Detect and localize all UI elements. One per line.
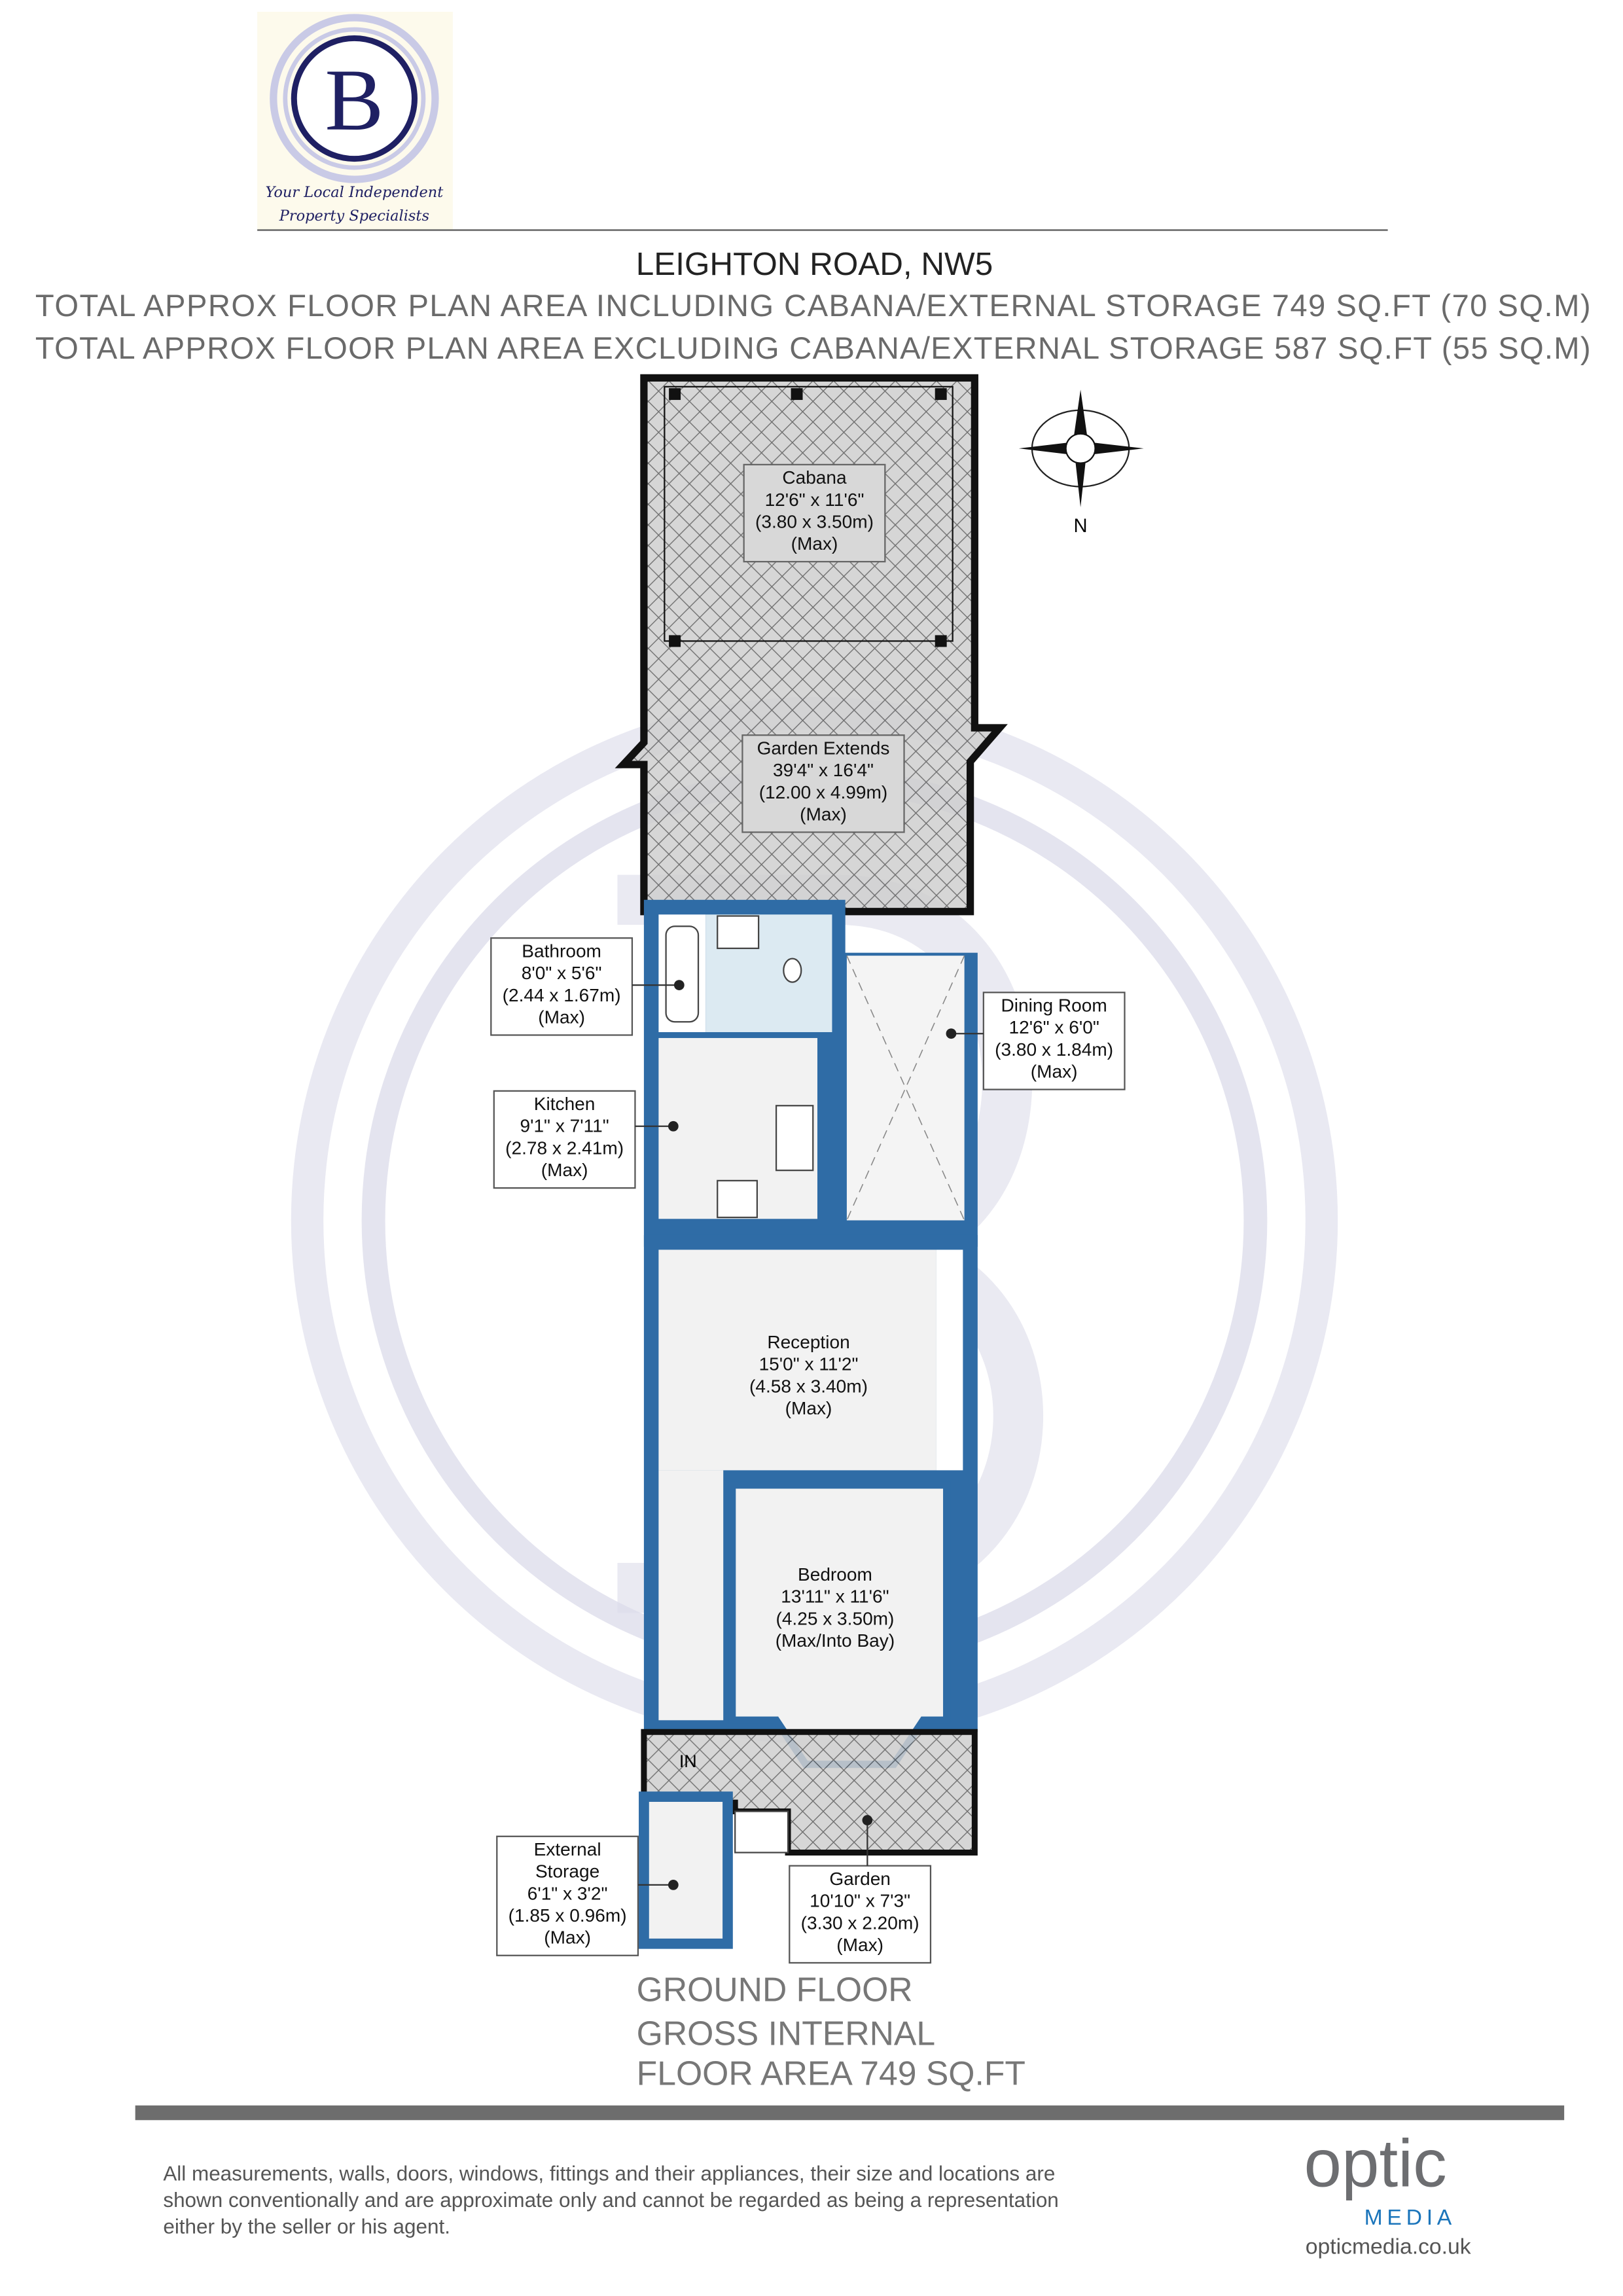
cabana-garden-area [615,374,1008,916]
svg-text:Property Specialists: Property Specialists [279,207,429,224]
svg-text:Your Local Independent: Your Local Independent [266,184,444,201]
area-including: TOTAL APPROX FLOOR PLAN AREA INCLUDING C… [35,288,1591,323]
area-excluding: TOTAL APPROX FLOOR PLAN AREA EXCLUDING C… [35,331,1591,365]
svg-text:GROSS INTERNAL: GROSS INTERNAL [637,2015,935,2053]
svg-text:either by the seller or his ag: either by the seller or his agent. [163,2215,450,2238]
disclaimer: All measurements, walls, doors, windows,… [163,2162,1058,2238]
compass-rose-icon: N [1018,389,1144,537]
agent-logo: B Your Local Independent Property Specia… [257,12,453,230]
hob-icon [717,1179,758,1219]
sink-icon [775,1105,814,1172]
svg-text:MEDIA: MEDIA [1364,2206,1456,2230]
optic-media-logo: optic MEDIA opticmedia.co.uk [1304,2125,1471,2259]
front-steps [734,1810,789,1854]
svg-text:shown conventionally and are a: shown conventionally and are approximate… [163,2189,1058,2212]
toilet-icon [783,958,802,983]
svg-text:All measurements, walls, doors: All measurements, walls, doors, windows,… [163,2162,1055,2185]
bath-icon [665,925,700,1023]
cabana-structure [664,386,954,642]
basin-icon [717,915,760,950]
svg-text:optic: optic [1304,2125,1447,2200]
svg-text:GROUND FLOOR: GROUND FLOOR [637,1970,913,2008]
svg-text:B: B [325,52,383,149]
property-address: LEIGHTON ROAD, NW5 [636,246,993,282]
footer-bar [135,2105,1565,2121]
building-walls [643,899,978,1768]
svg-text:FLOOR AREA 749 SQ.FT: FLOOR AREA 749 SQ.FT [637,2054,1026,2092]
floor-summary: GROUND FLOOR GROSS INTERNAL FLOOR AREA 7… [637,1970,1026,2092]
svg-text:opticmedia.co.uk: opticmedia.co.uk [1306,2235,1471,2259]
cabana-posts [669,388,947,647]
entrance-label: IN [679,1751,697,1771]
compass-north-label: N [1074,516,1088,537]
external-storage-area [639,1791,733,1949]
